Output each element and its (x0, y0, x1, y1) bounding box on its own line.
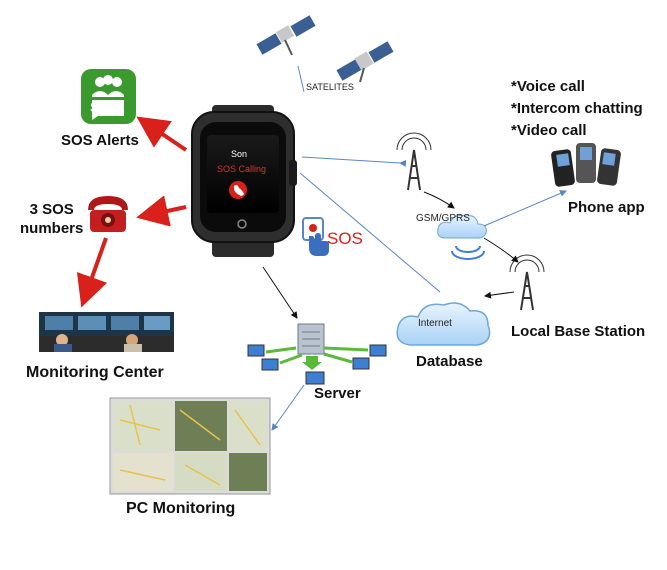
feature-video-call: *Video call (511, 122, 587, 139)
gsm-cloud-icon (437, 214, 487, 260)
telephone-icon (88, 196, 128, 232)
sos-button-icon (302, 217, 329, 256)
pc-monitoring-image (109, 397, 271, 495)
internet-cloud-icon (396, 302, 491, 346)
local-base-station-label: Local Base Station (511, 323, 646, 340)
blue-links (271, 156, 567, 431)
sms-icon-label: SMS (90, 99, 121, 115)
feature-voice-call: *Voice call (511, 78, 585, 95)
sos-alerts-label: SOS Alerts (61, 132, 139, 149)
sms-app-icon (81, 69, 136, 124)
satellites-label: SATELITES (306, 82, 354, 92)
satellite-link (297, 65, 305, 93)
satellite-icon (336, 41, 394, 83)
cell-tower-icon (509, 254, 545, 311)
monitoring-center-image (39, 312, 174, 352)
feature-intercom: *Intercom chatting (511, 100, 643, 117)
pc-monitoring-label: PC Monitoring (126, 500, 236, 517)
black-arrows (262, 191, 519, 319)
watch-caller-name: Son (231, 149, 248, 159)
watch-status: SOS Calling (217, 164, 267, 174)
cell-tower-icon (396, 132, 432, 191)
mobile-phones-icon (551, 143, 621, 187)
sos-numbers-label: 3 SOS numbers (20, 201, 84, 237)
server-label: Server (314, 385, 361, 402)
internet-label: Internet (418, 318, 452, 329)
server-icon (297, 323, 325, 370)
gsm-label: GSM/GPRS (416, 213, 470, 224)
monitoring-center-label: Monitoring Center (26, 364, 164, 381)
red-arrows (76, 116, 188, 308)
smartwatch-icon (191, 105, 297, 257)
sos-label: SOS (327, 229, 363, 248)
satellite-icon (256, 15, 316, 56)
computer-icon (247, 344, 387, 385)
database-label: Database (416, 353, 483, 370)
phone-app-label: Phone app (568, 199, 645, 216)
